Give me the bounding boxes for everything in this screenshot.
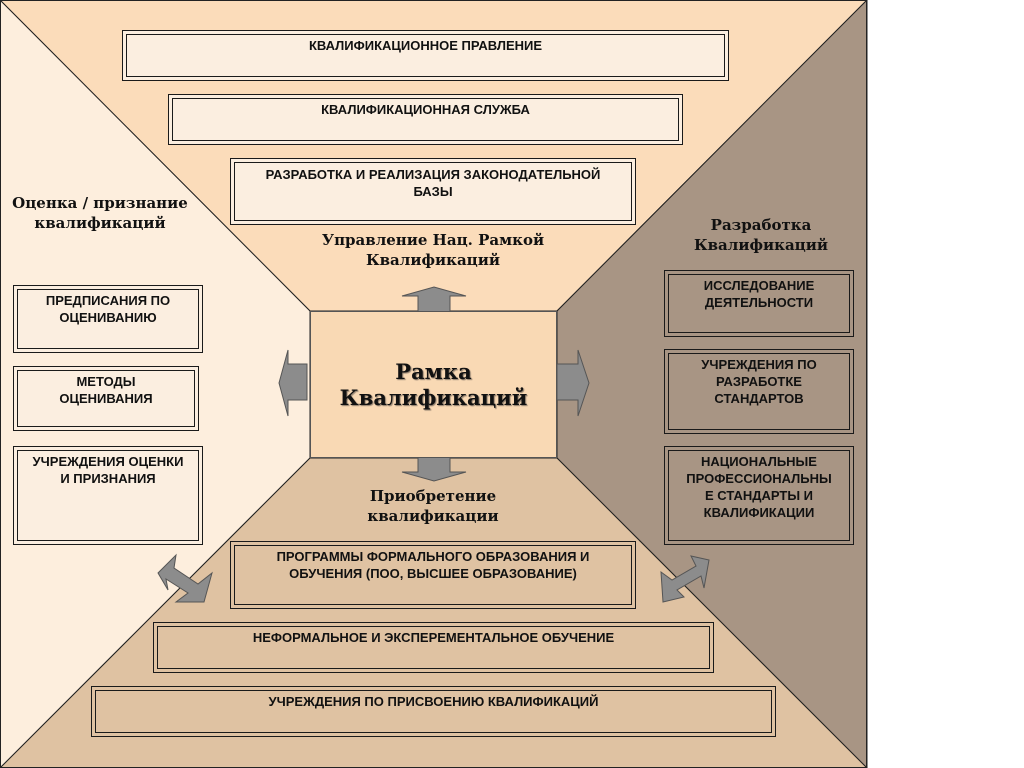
arrow-left-icon xyxy=(278,349,308,417)
awarding-institutions-box: УЧРЕЖДЕНИЯ ПО ПРИСВОЕНИЮ КВАЛИФИКАЦИЙ xyxy=(91,686,776,737)
national-standards-box: НАЦИОНАЛЬНЫЕ ПРОФЕССИОНАЛЬНЫ Е СТАНДАРТЫ… xyxy=(664,446,854,545)
center-title-line1: Рамка xyxy=(395,358,472,384)
assessment-regulations-box: ПРЕДПИСАНИЯ ПО ОЦЕНИВАНИЮ xyxy=(13,285,203,353)
top-label: Управление Нац. Рамкой Квалификаций xyxy=(321,231,545,269)
diagonal-double-arrow-left-icon xyxy=(157,553,213,603)
activity-research-box: ИССЛЕДОВАНИЕ ДЕЯТЕЛЬНОСТИ xyxy=(664,270,854,337)
legislation-text: РАЗРАБОТКА И РЕАЛИЗАЦИЯ ЗАКОНОДАТЕЛЬНОЙ … xyxy=(265,167,601,199)
arrow-right-icon xyxy=(556,349,590,417)
legislation-box: РАЗРАБОТКА И РЕАЛИЗАЦИЯ ЗАКОНОДАТЕЛЬНОЙ … xyxy=(230,158,636,225)
qualification-service-text: КВАЛИФИКАЦИОННАЯ СЛУЖБА xyxy=(321,102,530,117)
informal-learning-box: НЕФОРМАЛЬНОЕ И ЭКСПЕРЕМЕНТАЛЬНОЕ ОБУЧЕНИ… xyxy=(153,622,714,673)
assessment-institutions-box: УЧРЕЖДЕНИЯ ОЦЕНКИ И ПРИЗНАНИЯ xyxy=(13,446,203,545)
right-label: Разработка Квалификаций xyxy=(693,216,829,254)
standards-institutions-box: УЧРЕЖДЕНИЯ ПО РАЗРАБОТКЕ СТАНДАРТОВ xyxy=(664,349,854,434)
assessment-methods-box: МЕТОДЫ ОЦЕНИВАНИЯ xyxy=(13,366,199,431)
bottom-label: Приобретение квалификации xyxy=(367,487,499,525)
qualification-service-box: КВАЛИФИКАЦИОННАЯ СЛУЖБА xyxy=(168,94,683,145)
center-title-line2: Квалификаций xyxy=(339,384,528,410)
qualification-board-text: КВАЛИФИКАЦИОННОЕ ПРАВЛЕНИЕ xyxy=(308,38,543,53)
diagonal-double-arrow-right-icon xyxy=(660,555,710,603)
formal-education-box: ПРОГРАММЫ ФОРМАЛЬНОГО ОБРАЗОВАНИЯ И ОБУЧ… xyxy=(230,541,636,609)
framework-center-box: Рамка Квалификаций xyxy=(310,311,557,458)
left-label: Оценка / признание квалификаций xyxy=(12,194,188,232)
qualification-board-box: КВАЛИФИКАЦИОННОЕ ПРАВЛЕНИЕ xyxy=(122,30,729,81)
